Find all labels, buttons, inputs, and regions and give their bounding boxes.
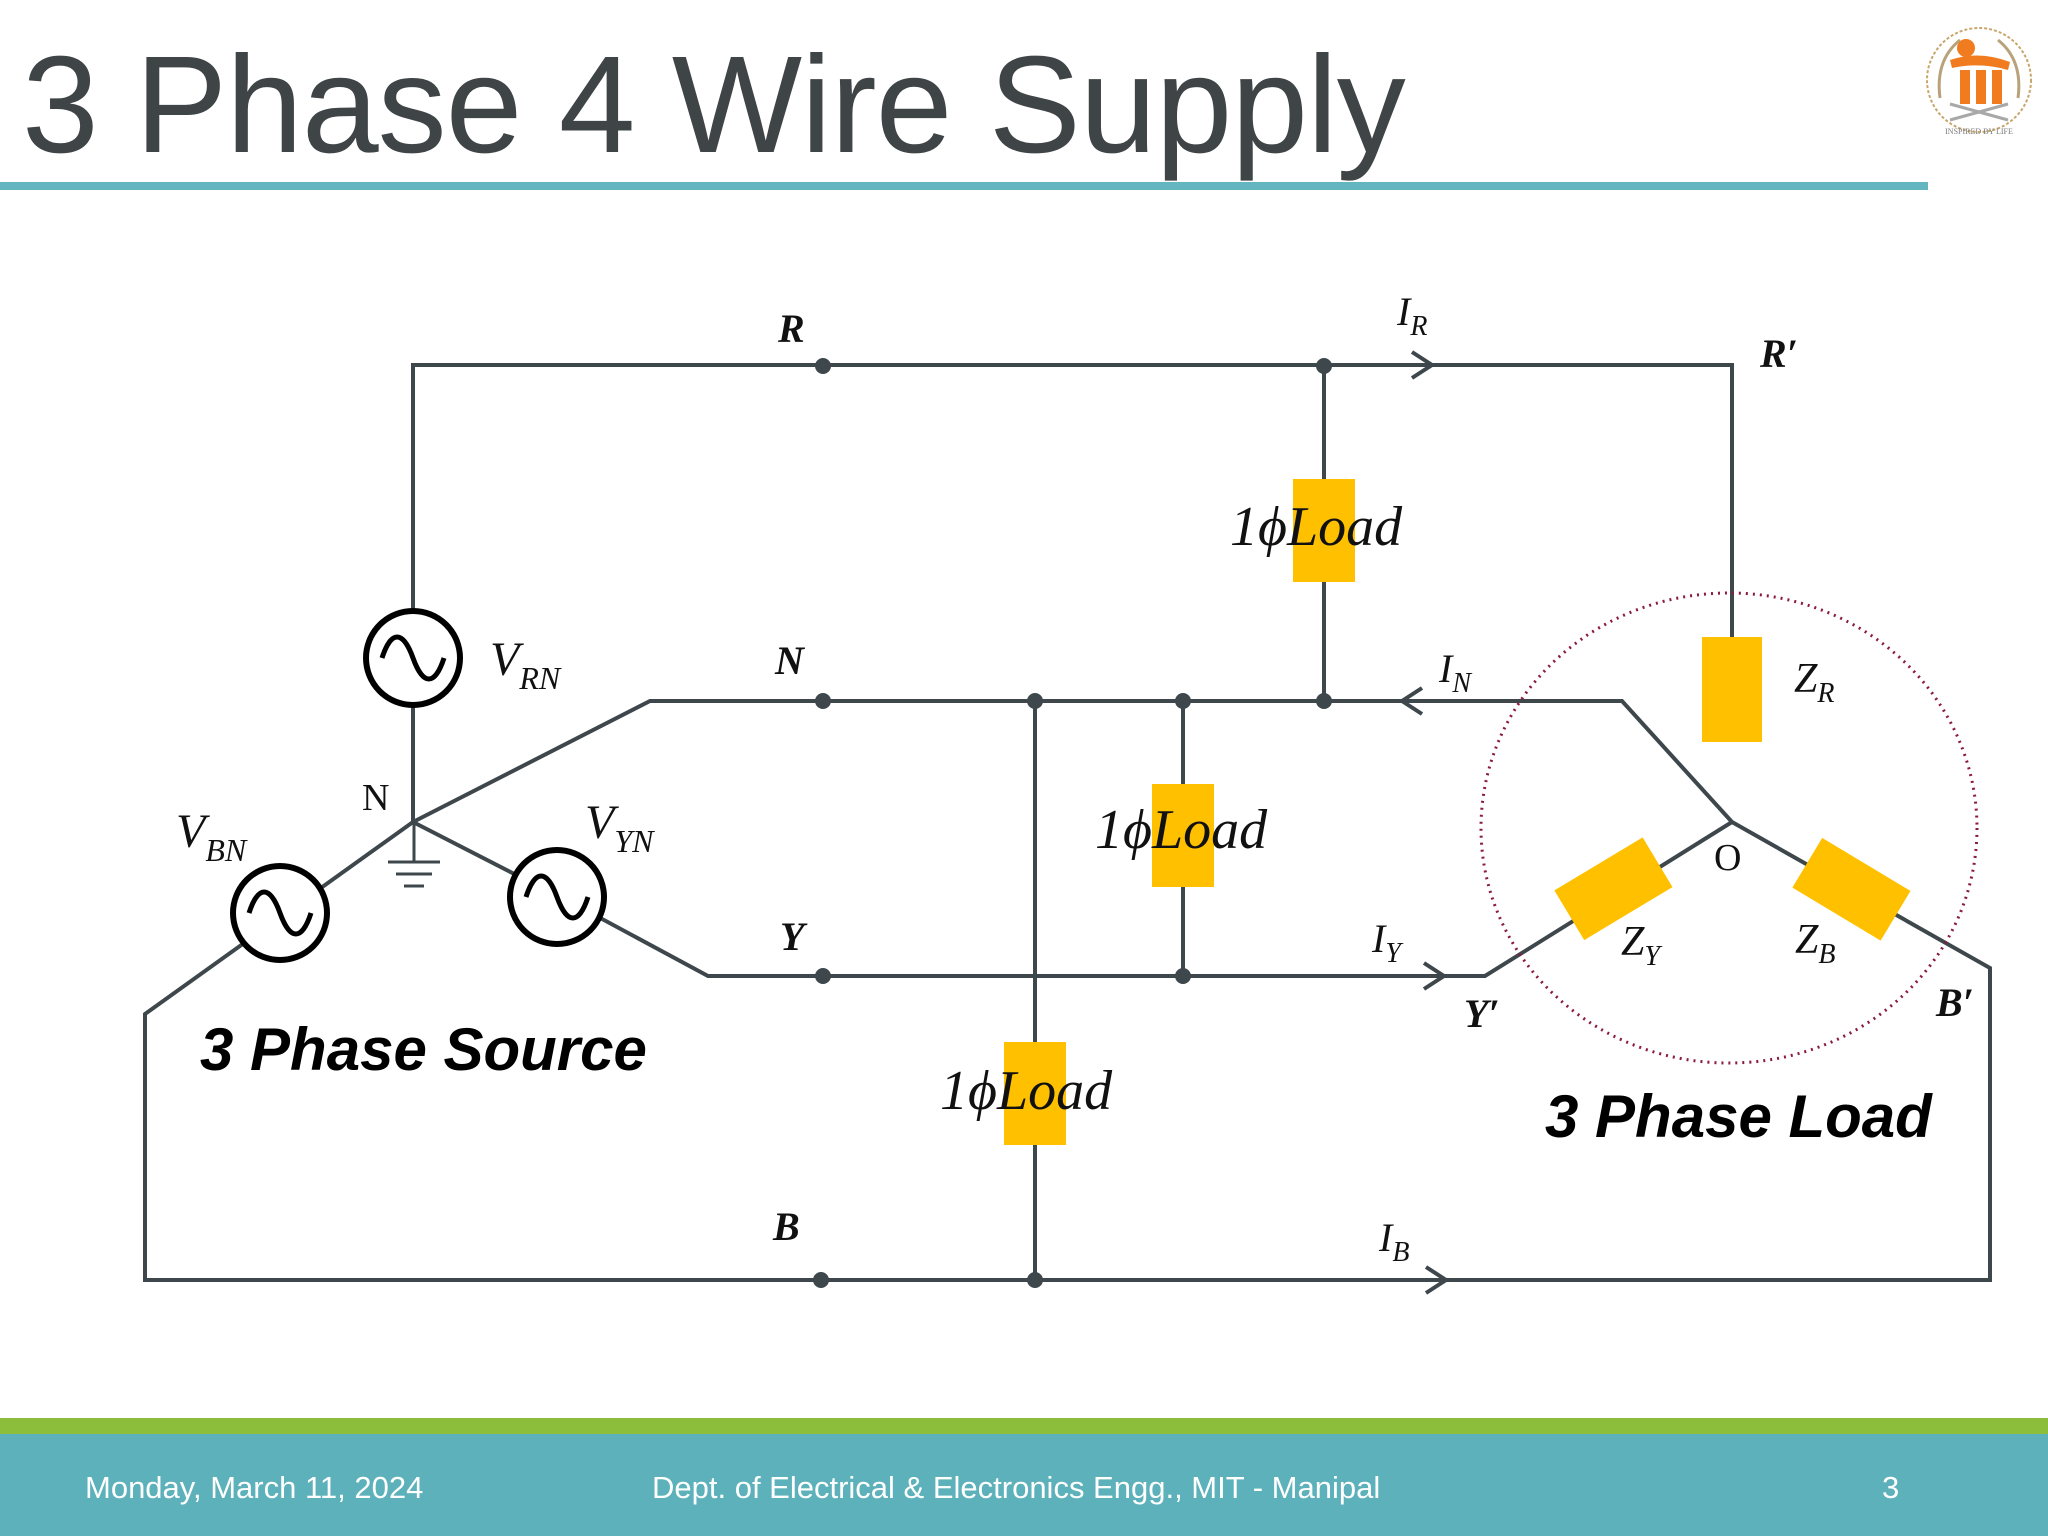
load-boundary-circle	[1479, 591, 1979, 1065]
page-number: 3	[1882, 1470, 1900, 1505]
single-phase-load-3-label: 1ϕLoad	[940, 1060, 1113, 1122]
ground-icon	[388, 822, 440, 888]
label-b-prime: B′	[1935, 980, 1974, 1025]
label-zr: ZR	[1794, 656, 1834, 709]
current-arrows	[1398, 350, 1450, 1295]
impedance-zr	[1702, 637, 1762, 742]
label-iy: IY	[1371, 916, 1404, 969]
label-in: IN	[1438, 646, 1472, 699]
label-source-neutral: N	[362, 777, 389, 819]
single-phase-load-3	[1004, 1042, 1066, 1145]
impedance-zb	[1792, 837, 1911, 941]
footer-bar: Monday, March 11, 2024 Dept. of Electric…	[0, 1434, 2048, 1536]
label-ir: IR	[1396, 289, 1427, 342]
title-underline	[0, 182, 1928, 190]
wire-r	[411, 363, 1734, 658]
logo-caption: INSPIRED BY LIFE	[1945, 127, 2013, 136]
single-phase-load-2-label: 1ϕLoad	[1095, 799, 1268, 861]
label-zy: ZY	[1621, 919, 1663, 972]
ac-source-rn-icon	[366, 611, 460, 705]
footer-date: Monday, March 11, 2024	[85, 1470, 424, 1505]
label-vyn: VYN	[585, 796, 655, 859]
label-b: B	[772, 1204, 800, 1249]
label-r: R	[777, 306, 805, 351]
ac-source-bn-icon	[233, 866, 327, 960]
impedance-zy	[1554, 837, 1673, 941]
slide-title: 3 Phase 4 Wire Supply	[22, 28, 1406, 182]
footer-department: Dept. of Electrical & Electronics Engg.,…	[652, 1470, 1381, 1505]
source-caption: 3 Phase Source	[200, 1016, 647, 1083]
junction-dots	[813, 358, 1332, 1288]
label-n: N	[774, 638, 806, 683]
label-vbn: VBN	[176, 805, 248, 868]
footer-accent-bar	[0, 1418, 2048, 1434]
single-phase-load-2	[1152, 784, 1214, 887]
load-caption: 3 Phase Load	[1545, 1083, 1933, 1150]
single-phase-load-1	[1293, 479, 1355, 582]
label-r-prime: R′	[1759, 331, 1798, 376]
label-star-point: O	[1714, 837, 1741, 879]
mit-logo-icon: INSPIRED BY LIFE	[1926, 27, 2032, 136]
label-zb: ZB	[1795, 917, 1835, 970]
circuit-diagram: R N Y B R′ Y′ B′ N O VRN VYN VBN IR IN I…	[143, 289, 1992, 1295]
ac-source-yn-icon	[510, 850, 604, 944]
wire-b	[143, 820, 1992, 1282]
label-vrn: VRN	[490, 633, 562, 696]
label-y: Y	[780, 914, 808, 959]
single-phase-load-1-label: 1ϕLoad	[1230, 496, 1403, 558]
label-y-prime: Y′	[1464, 991, 1500, 1036]
wire-n	[412, 699, 1734, 824]
label-ib: IB	[1378, 1215, 1409, 1268]
